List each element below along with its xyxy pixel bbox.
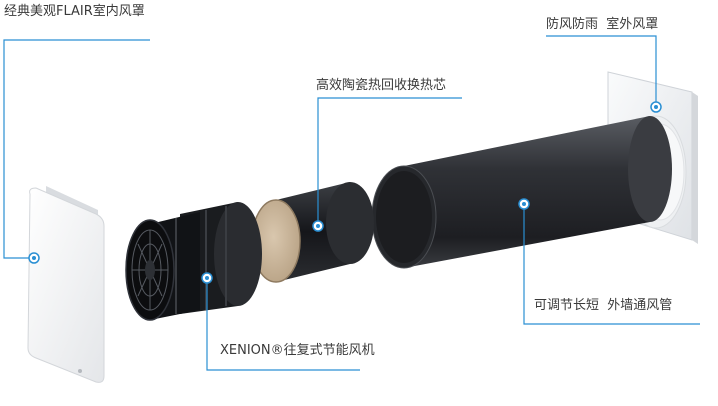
label-indoor-cover: 经典美观FLAIR室内风罩 (4, 4, 145, 19)
label-ceramic-core: 高效陶瓷热回收换热芯 (316, 78, 447, 93)
callout-dot-duct (518, 198, 530, 210)
callout-dot-ceramic (312, 220, 324, 232)
callout-dots (28, 101, 662, 284)
label-outdoor-cover: 防风防雨 室外风罩 (546, 17, 659, 32)
callout-line-indoor (3, 39, 150, 259)
label-wall-duct: 可调节长短 外墙通风管 (534, 298, 673, 313)
callout-dot-outdoor (650, 101, 662, 113)
callout-line-ceramic (317, 97, 462, 226)
indoor-cover (27, 186, 105, 383)
callout-line-fan (206, 278, 360, 371)
callout-dot-indoor (28, 252, 40, 264)
ceramic-core (251, 182, 374, 283)
callout-line-duct (523, 204, 700, 325)
wall-duct (371, 116, 672, 269)
callout-line-outdoor (546, 35, 657, 107)
label-fan-unit: XENION®往复式节能风机 (220, 343, 375, 358)
fan-unit (125, 202, 262, 321)
callout-lines (3, 35, 700, 371)
callout-dot-fan (201, 272, 213, 284)
